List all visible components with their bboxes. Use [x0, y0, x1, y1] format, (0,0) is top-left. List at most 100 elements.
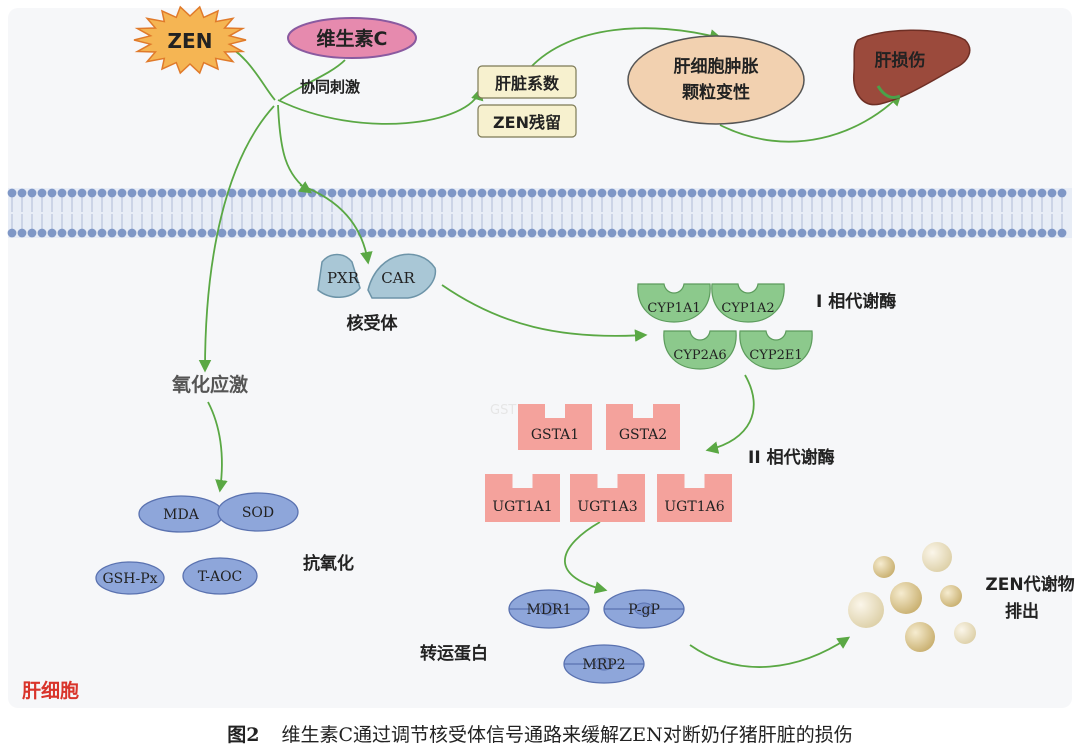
lipid-head [997, 228, 1007, 238]
lipid-head [207, 188, 217, 198]
phase1-enzyme-shape [637, 283, 711, 323]
metabolite-ball [890, 582, 922, 614]
lipid-head [677, 228, 687, 238]
lipid-head [877, 188, 887, 198]
lipid-head [437, 228, 447, 238]
lipid-head [647, 188, 657, 198]
lipid-head [1017, 228, 1027, 238]
lipid-head [197, 228, 207, 238]
lipid-head [587, 228, 597, 238]
antioxidant-marker-label: MDA [163, 507, 200, 523]
lipid-head [317, 228, 327, 238]
lipid-head [797, 228, 807, 238]
arrow-to-phase1 [441, 284, 648, 342]
metabolite-ball [848, 592, 884, 628]
transporter-label: P-gP [628, 602, 660, 618]
lipid-head [507, 188, 517, 198]
lipid-head [187, 228, 197, 238]
lipid-head [877, 228, 887, 238]
lipid-head [387, 188, 397, 198]
antioxidant-marker-label: GSH-Px [102, 571, 157, 587]
ugt-enzyme-label: UGT1A1 [492, 499, 552, 515]
lipid-head [627, 228, 637, 238]
liver-damage-label: 肝损伤 [875, 50, 926, 71]
lipid-head [1037, 188, 1047, 198]
lipid-head [567, 188, 577, 198]
arrow-vitc-to-hub [279, 59, 346, 101]
swelling-label-line2: 颗粒变性 [682, 82, 750, 103]
lipid-head [737, 228, 747, 238]
swelling-label-line1: 肝细胞肿胀 [674, 56, 759, 77]
lipid-head [887, 228, 897, 238]
lipid-head [457, 188, 467, 198]
arrow-to-transporters [564, 521, 608, 594]
arrow-to-phase2 [705, 374, 755, 454]
lipid-head [1007, 228, 1017, 238]
lipid-head [67, 228, 77, 238]
lipid-head [687, 188, 697, 198]
liver-damage: 肝损伤 [853, 29, 971, 106]
lipid-head [407, 188, 417, 198]
lipid-head [7, 228, 17, 238]
lipid-head [177, 228, 187, 238]
lipid-head [487, 188, 497, 198]
metabolite-ball [954, 622, 976, 644]
arrows [198, 27, 902, 668]
lipid-head [137, 188, 147, 198]
lipid-head [787, 228, 797, 238]
excretion-label-line1: ZEN代谢物 [985, 574, 1074, 595]
lipid-head [477, 228, 487, 238]
lipid-head [757, 228, 767, 238]
lipid-head [557, 228, 567, 238]
lipid-head [1047, 228, 1057, 238]
zen-star-shape [133, 5, 247, 75]
lipid-head [127, 188, 137, 198]
lipid-head [467, 188, 477, 198]
liver-index-box: 肝脏系数 [477, 65, 577, 99]
lipid-head [77, 228, 87, 238]
lipid-head [537, 228, 547, 238]
lipid-head [547, 228, 557, 238]
lipid-head [57, 228, 67, 238]
lipid-head [117, 188, 127, 198]
lipid-head [197, 188, 207, 198]
arrow-to-oxidative-stress [198, 105, 275, 373]
phase1-enzyme-shape [739, 330, 813, 370]
lipid-head [727, 188, 737, 198]
lipid-head [337, 188, 347, 198]
lipid-head [437, 188, 447, 198]
lipid-head [17, 228, 27, 238]
lipid-head [397, 228, 407, 238]
lipid-head [667, 228, 677, 238]
nuclear-receptors: PXR CAR 核受体 [317, 253, 437, 334]
lipid-head [357, 188, 367, 198]
lipid-head [697, 188, 707, 198]
lipid-head [987, 228, 997, 238]
oxidative-stress-label: 氧化应激 [172, 373, 248, 396]
zen-residue-rect [477, 104, 577, 138]
gst-enzyme-shape [518, 404, 592, 450]
lipid-head [27, 228, 37, 238]
lipid-head [217, 188, 227, 198]
lipid-head [617, 228, 627, 238]
lipid-head [177, 188, 187, 198]
metabolite-ball [922, 542, 952, 572]
lipid-head [857, 188, 867, 198]
phase1-enzyme-label: CYP1A1 [647, 301, 700, 316]
lipid-head [487, 228, 497, 238]
lipid-head [377, 188, 387, 198]
gallbladder-icon [876, 85, 901, 100]
lipid-head [337, 228, 347, 238]
lipid-head [37, 228, 47, 238]
lipid-head [457, 228, 467, 238]
lipid-head [767, 228, 777, 238]
lipid-head [737, 188, 747, 198]
swelling-ellipse [627, 35, 805, 125]
lipid-head [657, 188, 667, 198]
lipid-head [607, 228, 617, 238]
lipid-head [967, 228, 977, 238]
lipid-head [477, 188, 487, 198]
lipid-head [587, 188, 597, 198]
lipid-head [227, 228, 237, 238]
lipid-head [247, 188, 257, 198]
